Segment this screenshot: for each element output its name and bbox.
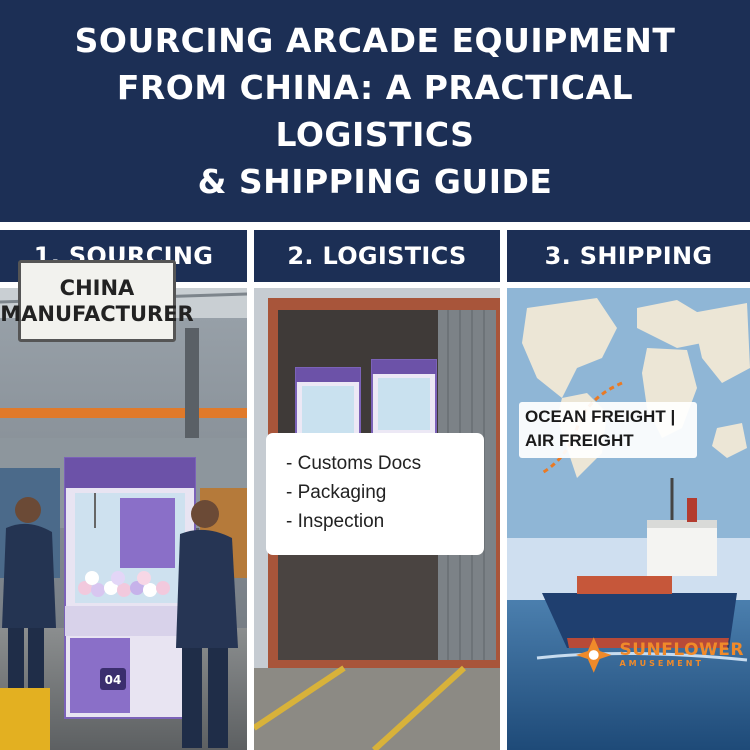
brand-subtitle: AMUSEMENT [619,659,704,668]
panel-divider [247,230,254,750]
panel-sourcing: 1. SOURCING [0,230,247,750]
panel-title-divider [507,282,750,288]
checklist-item: - Packaging [286,482,387,503]
freight-line-2: AIR FREIGHT [525,431,634,450]
panel-shipping: 3. SHIPPING [507,230,750,750]
machine-number: 04 [105,673,122,687]
panel-title-logistics: 2. LOGISTICS [254,230,500,282]
panel-logistics: 2. LOGISTICS - Customs Docs [254,230,500,750]
checklist-item: - Customs Docs [286,453,422,474]
sunflower-logo-icon [575,637,612,673]
logistics-checklist: - Customs Docs - Packaging - Inspection [266,433,484,555]
sunflower-logo: SUNFLOWER AMUSEMENT [574,630,744,680]
title-line-1: SOURCING ARCADE EQUIPMENT [74,21,676,60]
panel-title-divider [254,282,500,288]
panel-divider [500,230,507,750]
checklist-item: - Inspection [286,511,385,532]
header-divider [0,222,750,230]
cargo-ship [542,478,737,648]
china-manufacturer-sign: CHINA MANUFACTURER [0,260,194,342]
shipping-scene [507,288,750,750]
title-line-3: & SHIPPING GUIDE [197,162,553,201]
freight-line-1: OCEAN FREIGHT | [525,407,676,426]
panel-title-shipping: 3. SHIPPING [507,230,750,282]
title-line-2: FROM CHINA: A PRACTICAL LOGISTICS [116,68,634,154]
sign-line-1: CHINA [59,276,135,300]
claw-machine: 04 [64,457,196,719]
header-banner: SOURCING ARCADE EQUIPMENT FROM CHINA: A … [0,0,750,222]
sign-line-2: MANUFACTURER [0,302,194,326]
brand-name: SUNFLOWER [619,640,744,660]
page-title: SOURCING ARCADE EQUIPMENT FROM CHINA: A … [25,17,725,205]
freight-options-label: OCEAN FREIGHT | AIR FREIGHT [519,402,697,458]
factory-scene: 04 [0,288,247,750]
